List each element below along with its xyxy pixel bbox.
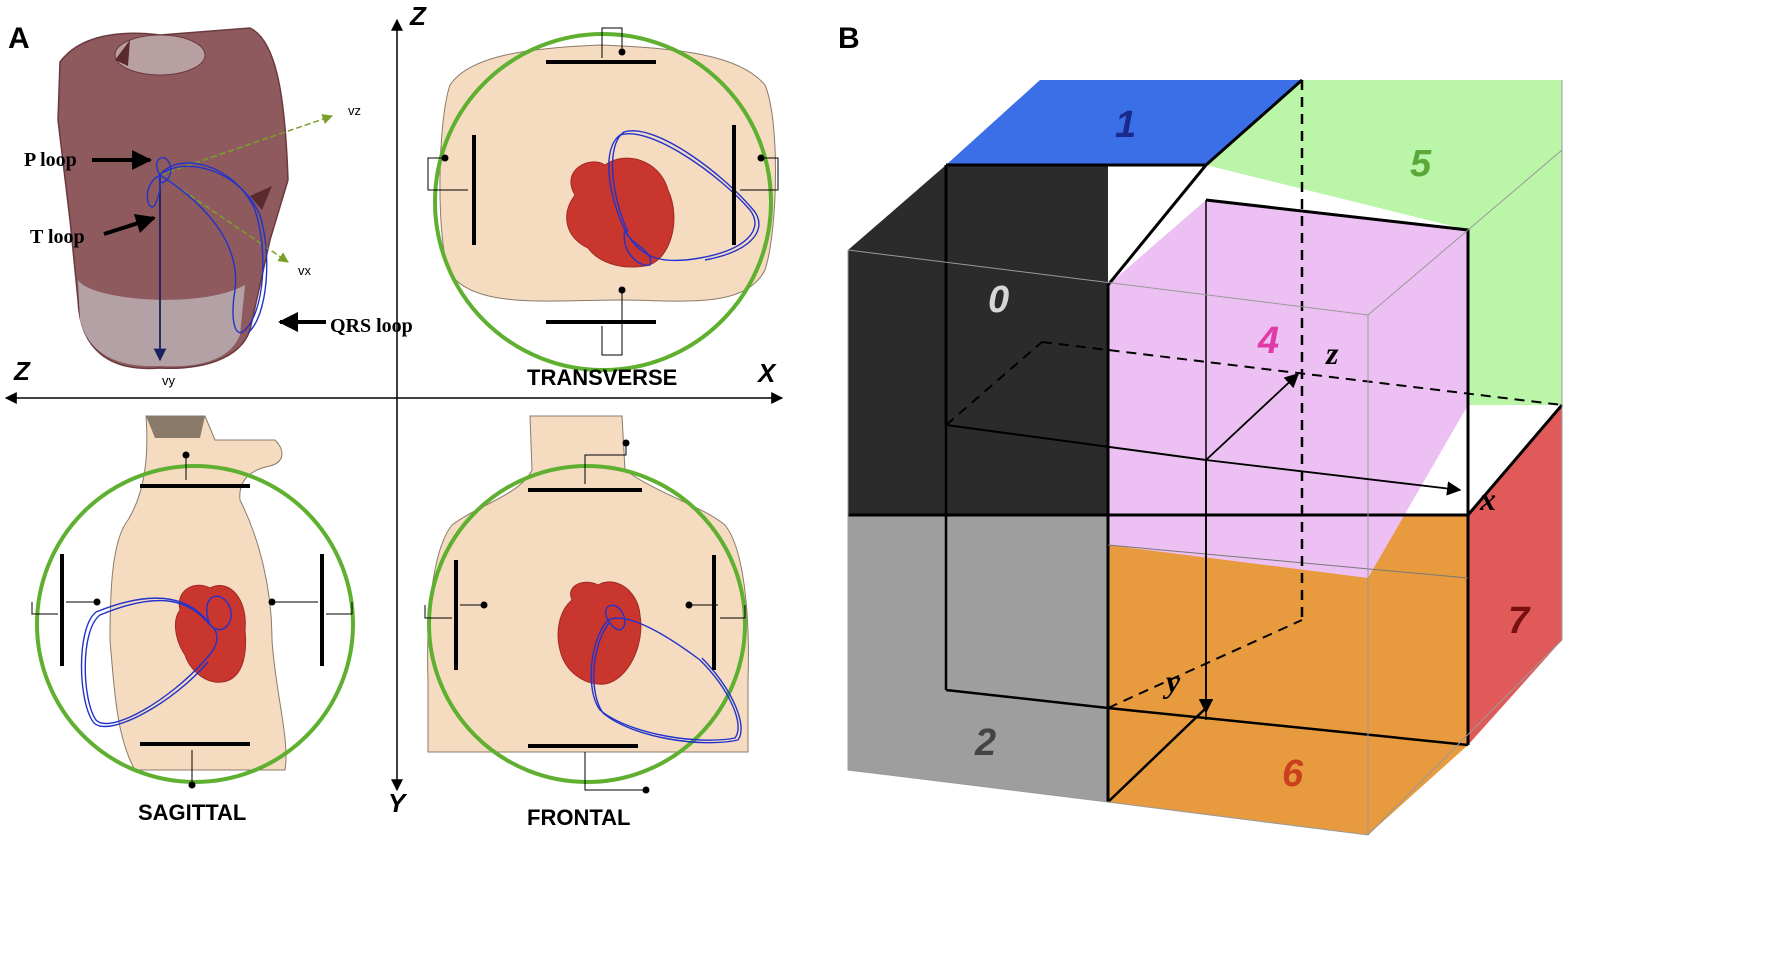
octant-4-label: 4 bbox=[1257, 320, 1279, 362]
octant-0-face bbox=[848, 165, 1108, 515]
octant-1-label: 1 bbox=[1115, 104, 1136, 146]
vy-label: vy bbox=[162, 373, 176, 388]
frontal-label: FRONTAL bbox=[527, 805, 630, 830]
t-loop-arrow bbox=[103, 213, 156, 236]
sagittal-label: SAGITTAL bbox=[138, 800, 246, 825]
panel-a: A Z Z X Y vz vx vy bbox=[4, 1, 784, 830]
vz-label: vz bbox=[348, 103, 361, 118]
panel-b: B bbox=[838, 22, 1564, 836]
p-loop-label: P loop bbox=[24, 149, 77, 171]
octant-0-label: 0 bbox=[988, 279, 1009, 321]
transverse-circle bbox=[433, 32, 773, 372]
sagittal-circle bbox=[35, 464, 355, 784]
frontal-plane: FRONTAL bbox=[424, 415, 749, 830]
cube-x-axis bbox=[1205, 459, 1462, 496]
octant-2-label: 2 bbox=[974, 722, 996, 764]
frontal-loop bbox=[590, 604, 742, 744]
octant-4-face bbox=[1108, 200, 1468, 578]
octant-6-face bbox=[1108, 515, 1468, 835]
transverse-label: TRANSVERSE bbox=[527, 365, 677, 390]
octant-6-label: 6 bbox=[1282, 753, 1304, 795]
torso-model: vz vx vy P loop T loop QRS loop bbox=[24, 27, 413, 388]
octant-7-face bbox=[1468, 405, 1562, 745]
cube-y-label: y bbox=[1162, 663, 1181, 699]
octant-1-face bbox=[946, 80, 1302, 165]
octant-2-face bbox=[848, 515, 1108, 802]
octant-7-label: 7 bbox=[1508, 600, 1531, 642]
axis-z-top: Z bbox=[409, 1, 427, 31]
cube-edges bbox=[847, 78, 1564, 836]
sagittal-loop bbox=[80, 595, 232, 728]
cube-z-label: z bbox=[1325, 335, 1339, 371]
transverse-plane: TRANSVERSE bbox=[427, 27, 779, 390]
frontal-circle bbox=[427, 464, 747, 784]
panel-b-letter: B bbox=[838, 22, 860, 55]
qrs-loop-label: QRS loop bbox=[330, 315, 413, 337]
cube-x-label: x bbox=[1479, 481, 1496, 517]
axis-z-left: Z bbox=[13, 356, 31, 386]
octant-5-face bbox=[1206, 80, 1562, 405]
axis-x-right: X bbox=[756, 358, 777, 388]
panel-a-letter: A bbox=[8, 22, 30, 55]
torso-loops bbox=[146, 156, 268, 334]
axis-y-bottom: Y bbox=[388, 788, 408, 818]
vx-label: vx bbox=[298, 263, 312, 278]
cube-z-axis bbox=[1205, 373, 1300, 461]
octant-5-label: 5 bbox=[1410, 143, 1432, 185]
transverse-loop bbox=[608, 130, 760, 266]
t-loop-label: T loop bbox=[30, 226, 85, 248]
sagittal-plane: SAGITTAL bbox=[31, 415, 355, 825]
vz-vector bbox=[159, 114, 333, 176]
